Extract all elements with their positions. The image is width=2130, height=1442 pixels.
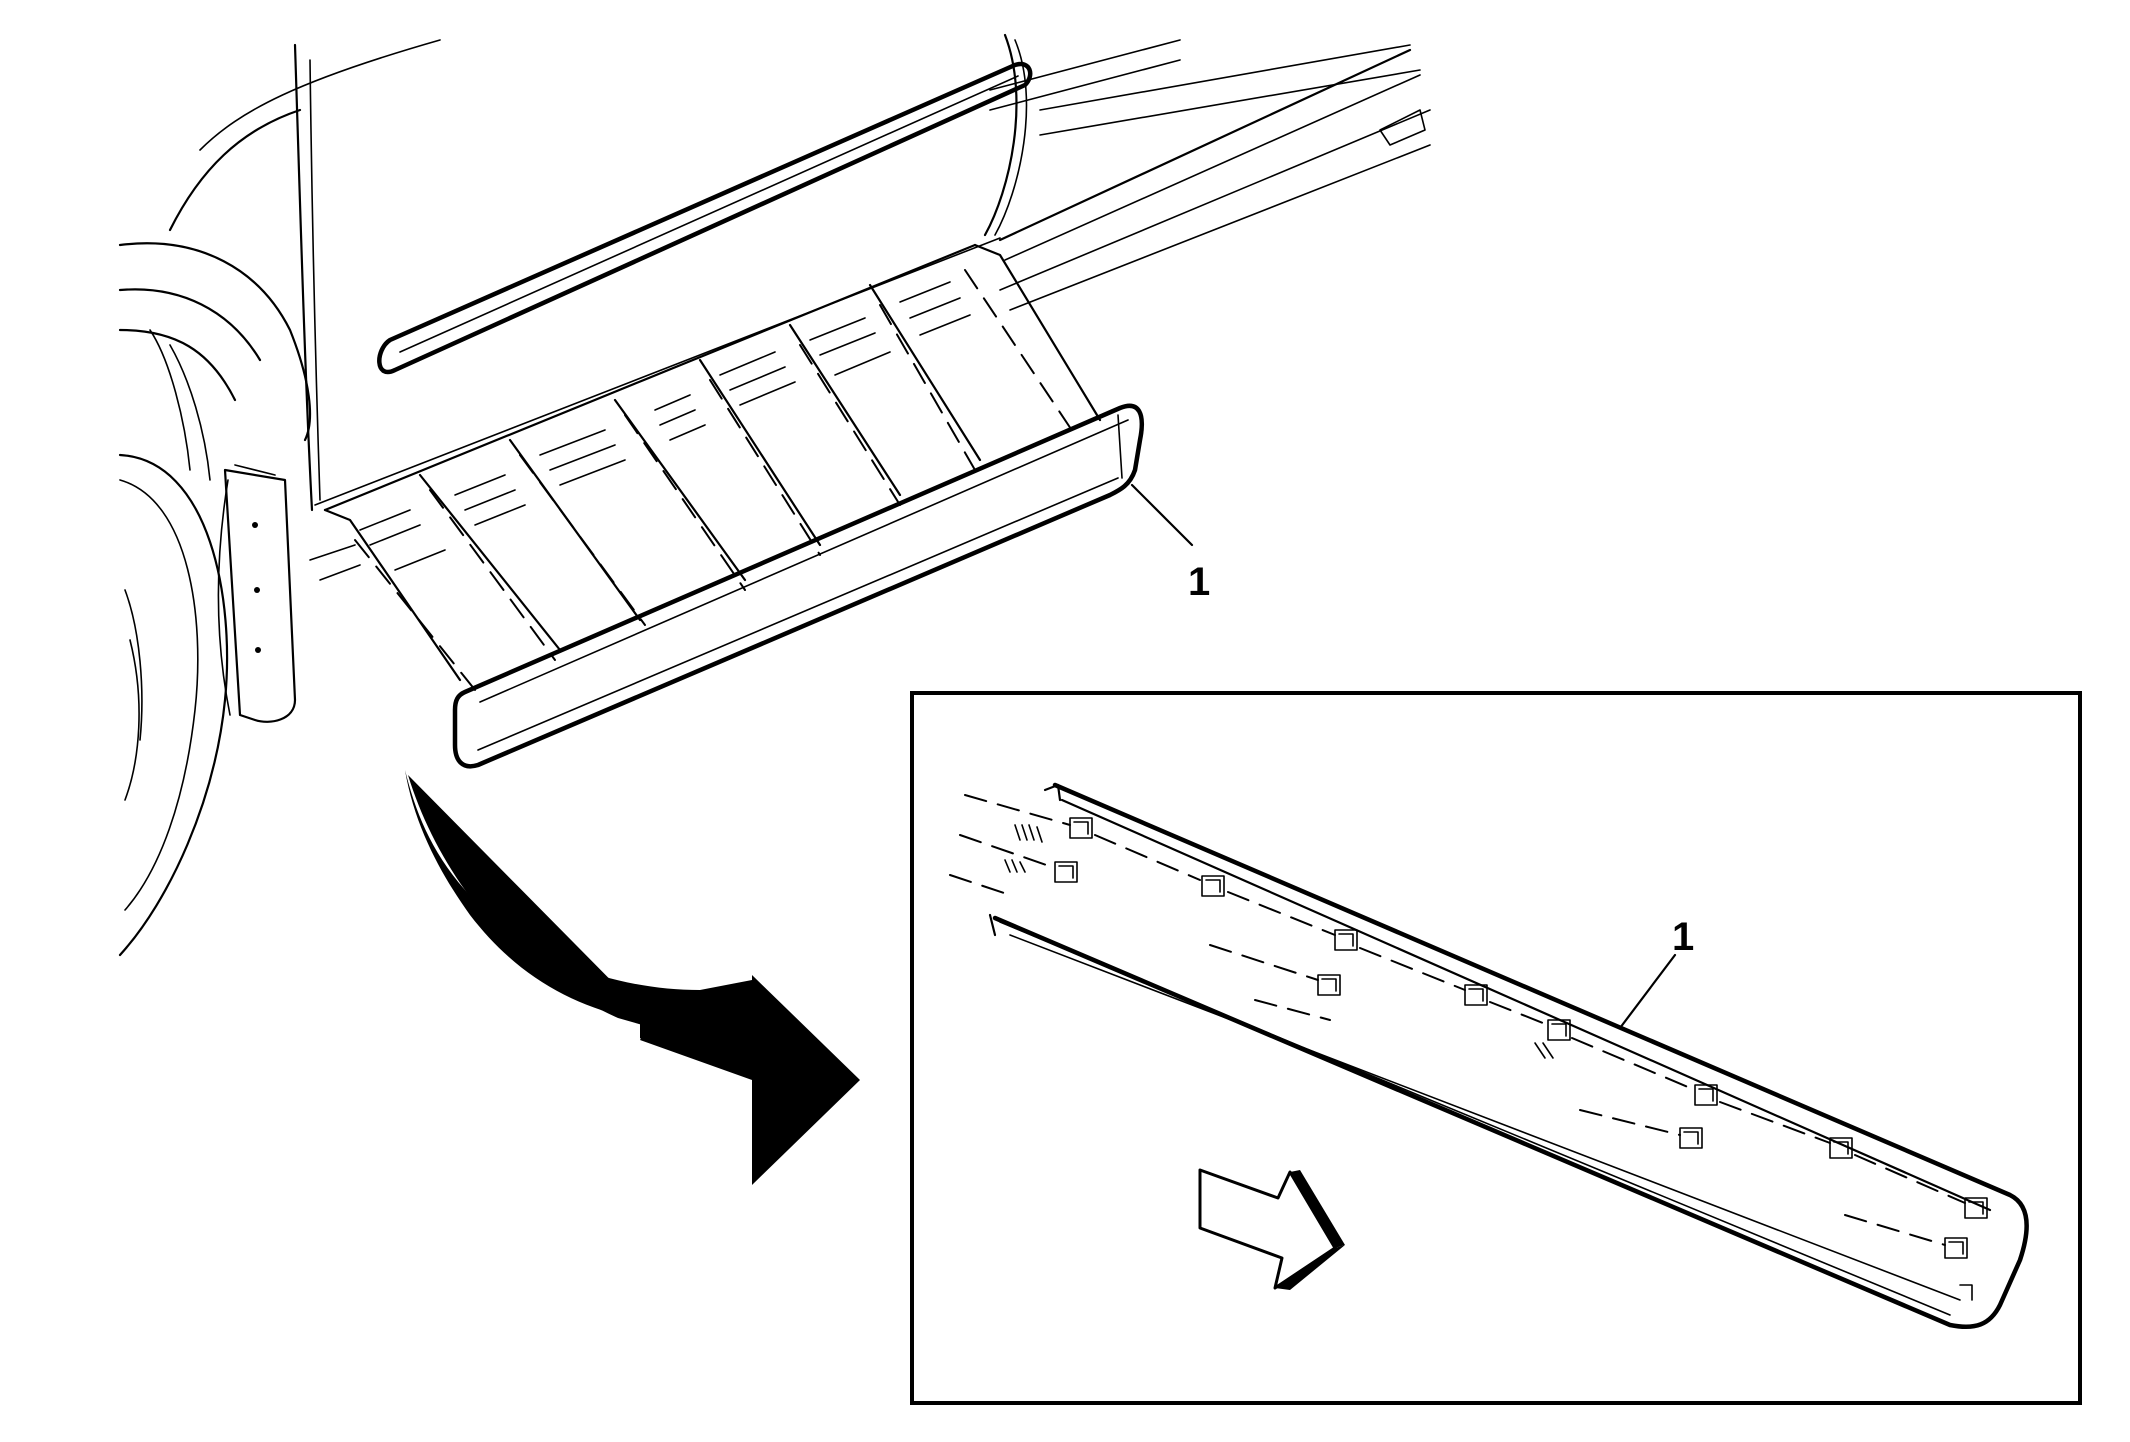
tread-marks (359, 281, 971, 571)
trim-panel-backside (988, 782, 2029, 1330)
clip (1317, 974, 1341, 996)
clip-alignment-lines (949, 794, 1966, 1246)
clip (1679, 1127, 1703, 1149)
clip (1829, 1137, 1853, 1159)
callout-label-1: 1 (1188, 560, 1210, 604)
clip (1054, 861, 1078, 883)
clip (1694, 1084, 1718, 1106)
clip (1964, 1197, 1988, 1219)
clip (1464, 984, 1488, 1006)
retainer-clips (1054, 817, 1988, 1259)
clip (1547, 1019, 1571, 1041)
detail-inset: 1 (910, 691, 2082, 1405)
assist-step-trim-panel (452, 403, 1145, 769)
clip (1334, 929, 1358, 951)
front-wheel (118, 242, 312, 957)
callout-detail: 1 (1618, 915, 1694, 1030)
inset-frame (910, 691, 2082, 1405)
callout-main: 1 (1130, 483, 1210, 604)
vehicle-body (168, 33, 1431, 581)
callout-label-1-detail: 1 (1672, 915, 1694, 959)
clip (1201, 875, 1225, 897)
clip (1069, 817, 1093, 839)
curved-arrow-icon (405, 770, 860, 1185)
forward-direction-arrow-icon (1198, 1168, 1345, 1290)
clip (1944, 1237, 1968, 1259)
assist-step-platform (323, 243, 1102, 691)
